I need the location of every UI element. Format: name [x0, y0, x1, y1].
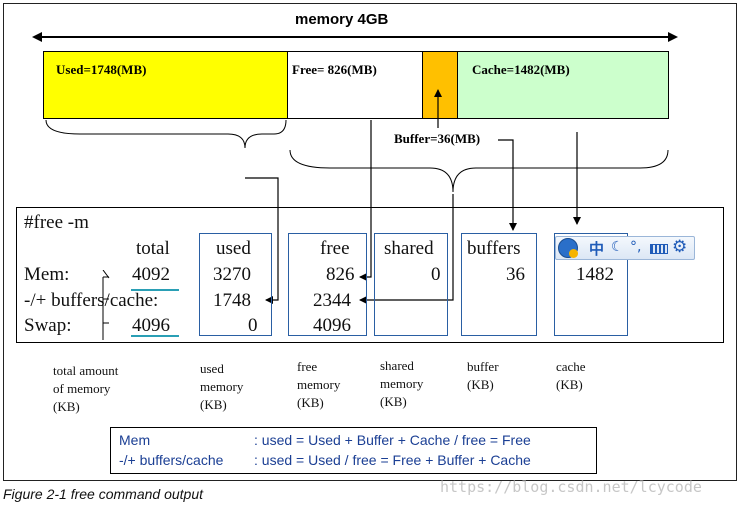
mem-free: 826 — [326, 264, 355, 285]
buffer-segment-label: Buffer=36(MB) — [394, 131, 481, 146]
cache-column-box — [554, 233, 628, 336]
outer-frame — [3, 3, 737, 481]
free-segment-label: Free= 826(MB) — [292, 62, 377, 77]
buffers-cache-free: 2344 — [313, 290, 351, 311]
legend-row2-name: -/+ buffers/cache — [119, 452, 224, 468]
ime-toolbar[interactable]: 中 ☾ °, ⚙ — [555, 236, 695, 260]
mem-cache: 1482 — [576, 264, 614, 285]
formula-legend: Mem : used = Used + Buffer + Cache / fre… — [110, 427, 597, 474]
caption-shared: shared memory (KB) — [380, 358, 424, 409]
caption-used: used memory (KB) — [200, 361, 244, 412]
free-column-box — [288, 233, 367, 336]
legend-row1-formula: : used = Used + Buffer + Cache / free = … — [254, 432, 531, 448]
diagram-connectors — [45, 89, 669, 304]
total-underlines — [102, 270, 179, 340]
swap-free: 4096 — [313, 315, 351, 336]
header-buffers: buffers — [467, 238, 521, 259]
mem-buffers: 36 — [506, 264, 525, 285]
buffers-column-box — [461, 233, 537, 336]
row-label-mem: Mem: — [24, 264, 70, 285]
ime-keyboard-icon[interactable] — [650, 244, 668, 254]
header-used: used — [216, 238, 251, 259]
mem-total: 4092 — [132, 264, 170, 285]
ime-logo-icon — [558, 238, 578, 258]
command-prompt: #free -m — [24, 212, 89, 233]
ime-moon-icon[interactable]: ☾ — [611, 239, 624, 255]
ime-settings-icon[interactable]: ⚙ — [672, 237, 688, 257]
caption-total: total amount of memory (KB) — [53, 363, 119, 414]
row-label-swap: Swap: — [24, 315, 72, 336]
swap-used: 0 — [248, 315, 258, 336]
used-segment: Used=1748(MB) — [43, 51, 288, 119]
ime-punctuation-icon[interactable]: °, — [630, 239, 642, 255]
header-total: total — [136, 238, 170, 259]
buffers-cache-used: 1748 — [213, 290, 251, 311]
free-segment: Free= 826(MB) — [287, 51, 423, 119]
caption-free: free memory (KB) — [297, 359, 341, 410]
used-segment-label: Used=1748(MB) — [56, 62, 147, 77]
header-shared: shared — [384, 238, 434, 259]
mem-used: 3270 — [213, 264, 251, 285]
diagram-title: memory 4GB — [295, 11, 389, 28]
watermark: https://blog.csdn.net/lcycode — [440, 478, 702, 496]
caption-buffer: buffer (KB) — [467, 359, 499, 392]
header-free: free — [320, 238, 350, 259]
row-label-buffers-cache: -/+ buffers/cache: — [24, 290, 159, 311]
mem-shared: 0 — [431, 264, 441, 285]
figure-caption: Figure 2-1 free command output — [3, 486, 203, 502]
swap-total: 4096 — [132, 315, 170, 336]
shared-column-box — [374, 233, 448, 336]
cache-segment-label: Cache=1482(MB) — [472, 62, 570, 77]
legend-row1-name: Mem — [119, 432, 151, 448]
cache-segment: Cache=1482(MB) — [457, 51, 669, 119]
ime-language-toggle[interactable]: 中 — [589, 240, 605, 258]
command-output-box — [16, 207, 724, 343]
caption-cache: cache (KB) — [556, 359, 586, 392]
used-column-box — [199, 233, 272, 336]
legend-row2-formula: : used = Used / free = Free + Buffer + C… — [254, 452, 531, 468]
memory-span-arrow — [32, 32, 678, 42]
